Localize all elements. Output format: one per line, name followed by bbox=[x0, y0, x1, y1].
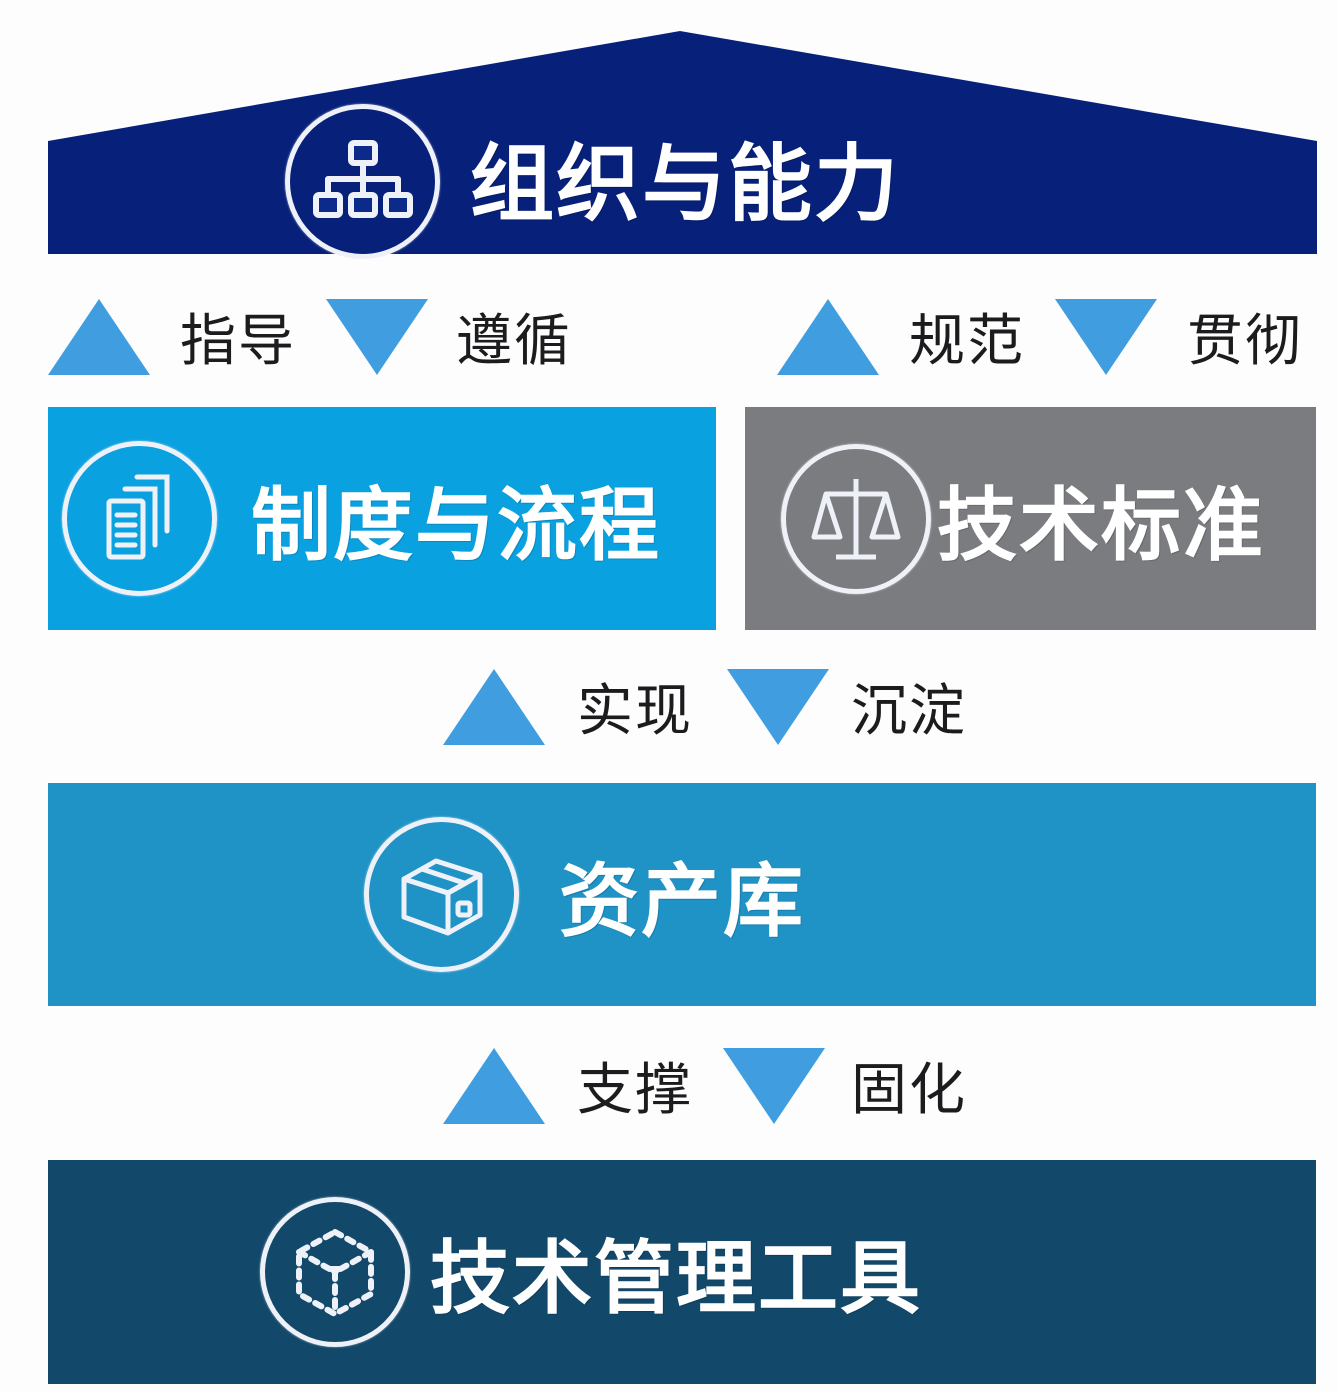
roof-organization-capability: 组织与能力 bbox=[0, 0, 1338, 260]
connector-up-label: 实现 bbox=[577, 679, 693, 744]
connector-down-label: 固化 bbox=[851, 1058, 967, 1123]
tech-management-tools-title: 技术管理工具 bbox=[430, 1232, 922, 1325]
documents-icon bbox=[62, 441, 217, 596]
connector-up-label: 规范 bbox=[909, 309, 1025, 374]
tech-standard-box: 技术标准 bbox=[745, 407, 1316, 630]
connector-down-label: 沉淀 bbox=[851, 679, 967, 744]
asset-library-box: 资产库 bbox=[48, 783, 1316, 1006]
connector-realize-accumulate: 实现 沉淀 bbox=[443, 666, 967, 747]
asset-library-title: 资产库 bbox=[559, 854, 805, 948]
tech-management-tools-box: 技术管理工具 bbox=[48, 1160, 1316, 1384]
connector-down-label: 贯彻 bbox=[1187, 309, 1303, 374]
connector-guide-follow: 指导 遵循 bbox=[48, 296, 572, 377]
arrow-up-icon bbox=[777, 298, 879, 375]
scale-icon bbox=[781, 443, 931, 594]
connector-standardize-implement: 规范 贯彻 bbox=[777, 296, 1303, 377]
arrow-down-icon bbox=[723, 1047, 825, 1124]
connector-up-label: 支撑 bbox=[577, 1058, 693, 1123]
arrow-down-icon bbox=[1055, 298, 1157, 375]
cube-network-icon bbox=[260, 1197, 410, 1347]
roof-title: 组织与能力 bbox=[470, 135, 901, 233]
tech-standard-title: 技术标准 bbox=[937, 478, 1265, 572]
roof-content: 组织与能力 bbox=[285, 104, 900, 259]
arrow-up-icon bbox=[48, 298, 150, 375]
arrow-down-icon bbox=[727, 668, 829, 745]
org-chart-icon bbox=[285, 104, 440, 259]
connector-up-label: 指导 bbox=[180, 309, 296, 374]
connector-support-solidify: 支撑 固化 bbox=[443, 1045, 967, 1126]
arrow-up-icon bbox=[443, 668, 545, 745]
connector-down-label: 遵循 bbox=[456, 309, 572, 374]
policy-process-box: 制度与流程 bbox=[48, 407, 716, 630]
arrow-down-icon bbox=[326, 298, 428, 375]
box-icon bbox=[364, 817, 519, 972]
policy-process-title: 制度与流程 bbox=[251, 478, 661, 572]
arrow-up-icon bbox=[443, 1047, 545, 1124]
